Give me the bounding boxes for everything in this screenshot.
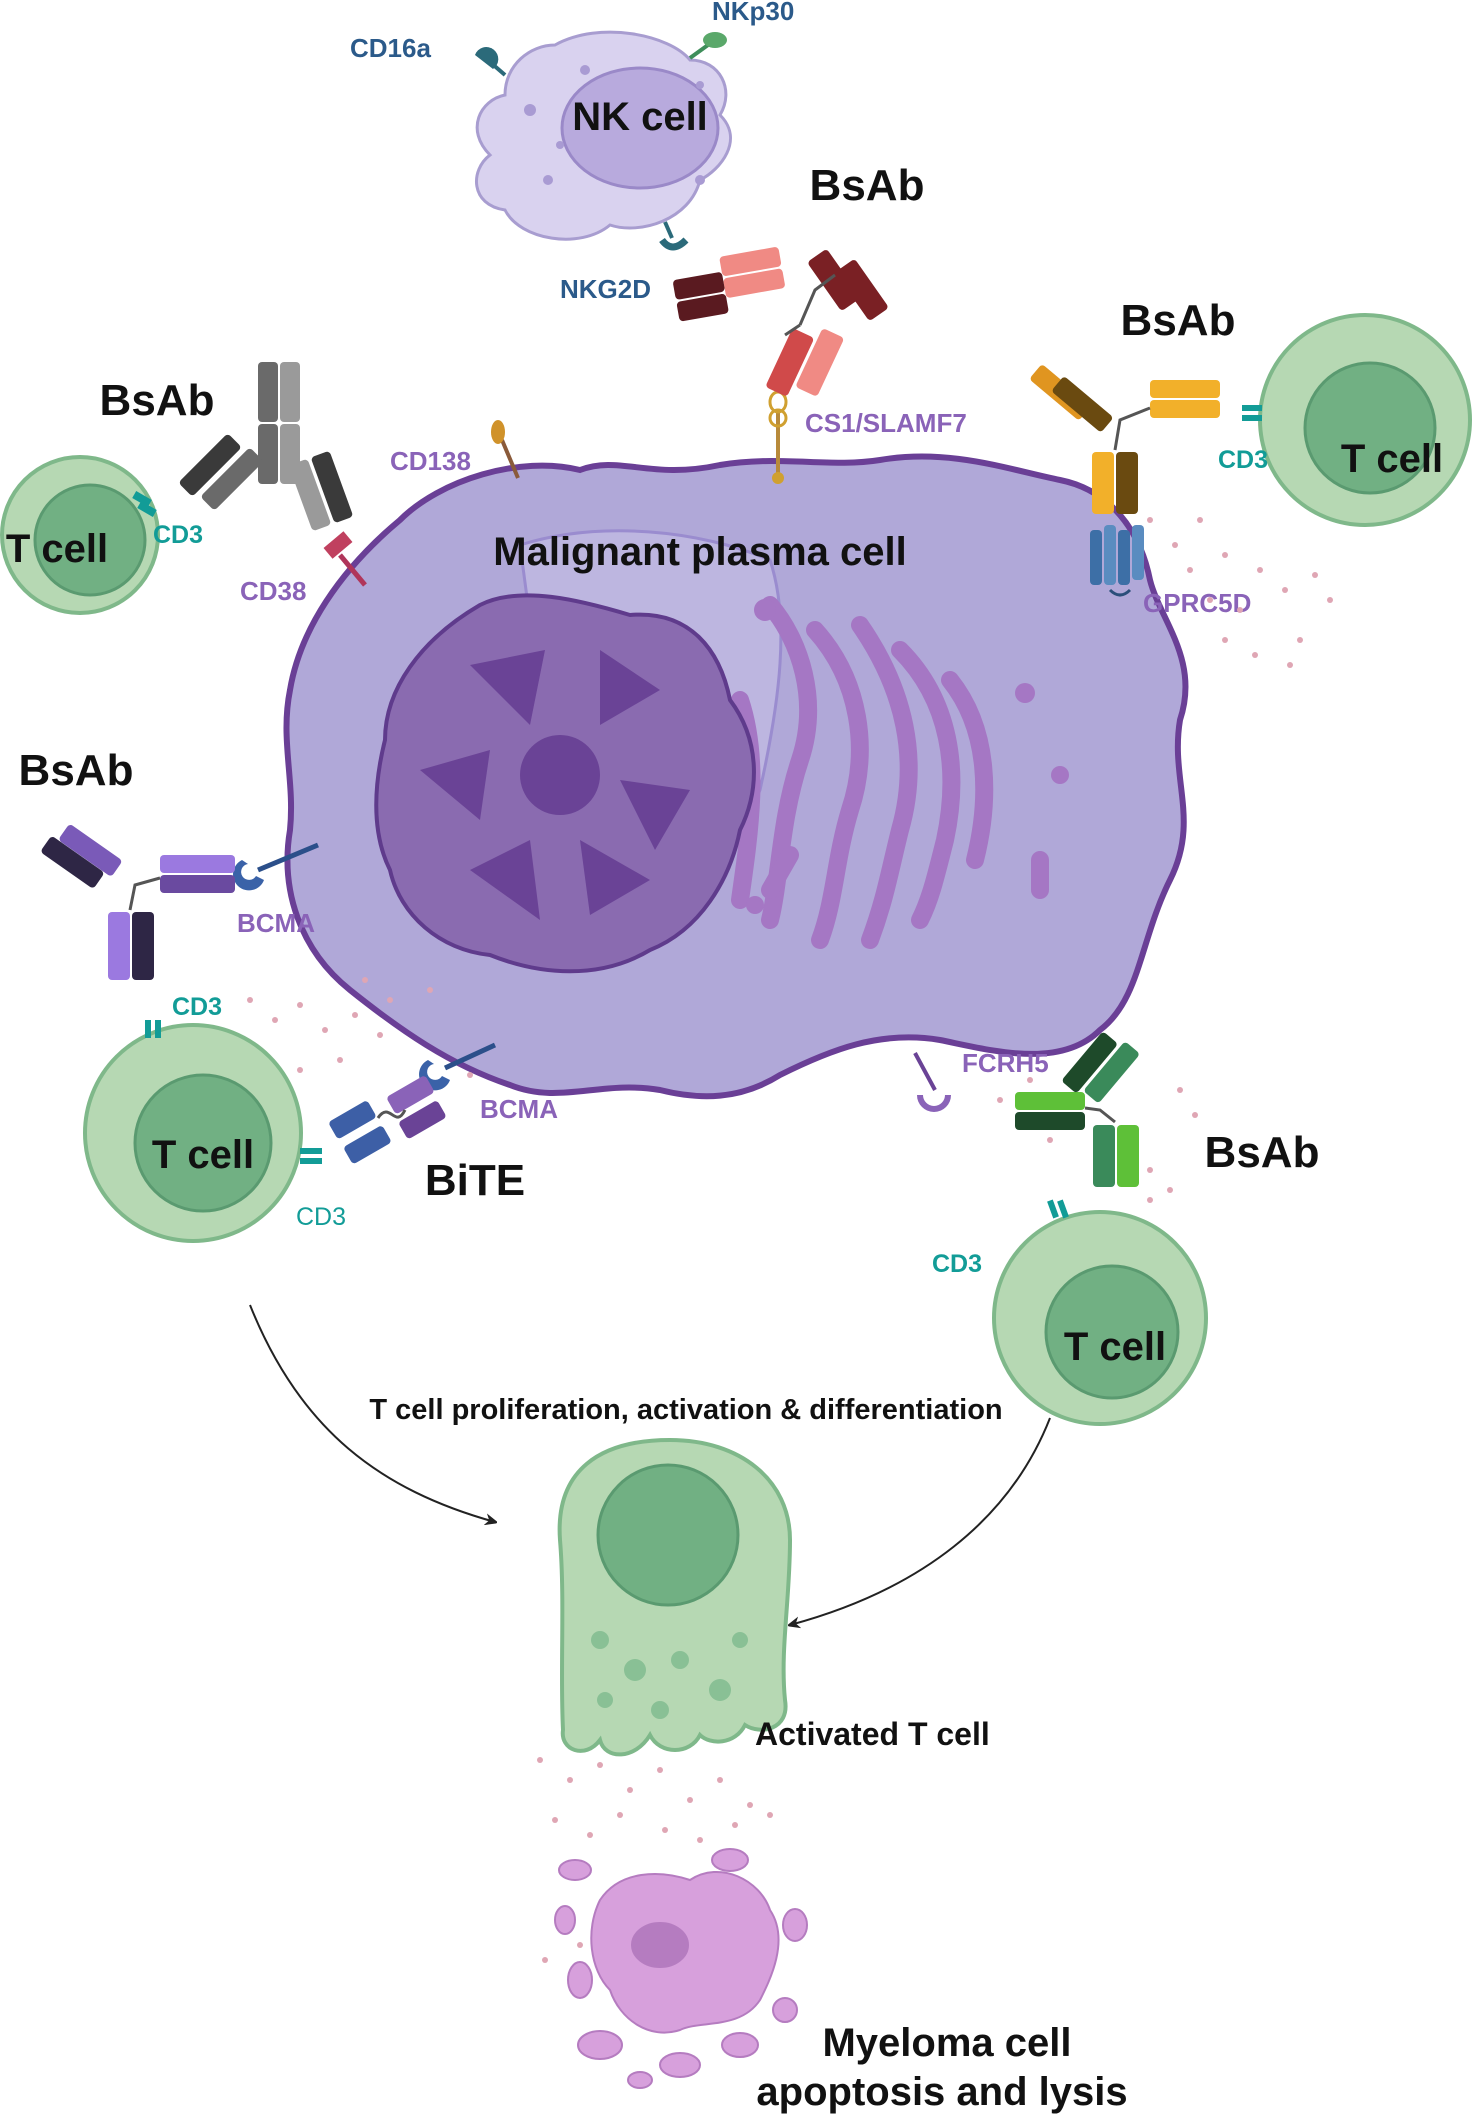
t-cell-label-right-top: T cell <box>1341 437 1443 481</box>
bsab-antibody-top <box>673 247 888 396</box>
myeloma-label-line1: Myeloma cell <box>822 2021 1071 2065</box>
nk-cell-nucleus <box>560 66 720 190</box>
t-cell-left-bottom: T cell <box>83 1020 322 1243</box>
malignant-plasma-cell <box>283 453 1189 1100</box>
nkp30-receptor-icon <box>688 32 727 60</box>
cs1-slamf7-label: CS1/SLAMF7 <box>805 408 967 438</box>
proliferation-label: T cell proliferation, activation & diffe… <box>369 1394 1002 1426</box>
nkg2d-label: NKG2D <box>560 274 651 304</box>
activated-t-cell-label: Activated T cell <box>755 1716 990 1752</box>
cd38-label: CD38 <box>240 576 306 606</box>
cytokine-release-dots <box>247 517 1333 1963</box>
myeloma-label-line2: apoptosis and lysis <box>756 2070 1127 2114</box>
nkp30-label: NKp30 <box>712 0 794 26</box>
bsab-label-left-top: BsAb <box>100 376 215 425</box>
t-cell-right-top: T cell <box>1242 313 1472 527</box>
bsab-label-right-bottom: BsAb <box>1205 1128 1320 1177</box>
fcrh5-label: FCRH5 <box>962 1048 1049 1078</box>
cd138-antigen-icon <box>491 420 520 479</box>
activated-t-cell <box>557 1437 793 1757</box>
nkg2d-receptor-icon <box>659 221 689 251</box>
cd38-antigen-icon <box>323 531 367 587</box>
bcma-label-2: BCMA <box>480 1094 558 1124</box>
cd3-label-left-bottom-side: CD3 <box>296 1203 346 1231</box>
t-cell-label-left-top: T cell <box>6 527 108 571</box>
cd16a-receptor-icon <box>475 47 507 77</box>
bite-molecule <box>329 1076 446 1164</box>
t-cell-label-left-bottom: T cell <box>152 1133 254 1177</box>
heterochromatin <box>420 650 690 920</box>
arrow-right-to-activated <box>790 1417 1051 1625</box>
bsab-antibody-left-middle <box>41 825 235 980</box>
t-cell-right-bottom: T cell <box>992 1199 1208 1426</box>
gprc5d-label: GPRC5D <box>1143 588 1251 618</box>
arrow-left-to-activated <box>249 1304 495 1522</box>
t-cell-label-right-bottom: T cell <box>1064 1325 1166 1369</box>
gprc5d-antigen-icon <box>1090 525 1144 597</box>
bcma-antigen-icon-1 <box>233 842 319 891</box>
cd16a-label: CD16a <box>350 33 431 63</box>
fcrh5-antigen-icon <box>913 1052 951 1112</box>
bsab-label-top: BsAb <box>810 161 925 210</box>
bsab-antibody-right-top <box>1030 365 1220 514</box>
cd3-label-right-bottom: CD3 <box>932 1250 982 1278</box>
malignant-plasma-cell-label: Malignant plasma cell <box>493 530 906 574</box>
bcma-label-1: BCMA <box>237 908 315 938</box>
bsab-label-right-top: BsAb <box>1121 296 1236 345</box>
bite-label: BiTE <box>425 1156 525 1205</box>
cd138-label: CD138 <box>390 446 471 476</box>
lysed-myeloma-cell <box>554 1848 808 2089</box>
nk-cell-label: NK cell <box>572 95 708 139</box>
bsab-antibody-right-bottom <box>1015 1032 1139 1187</box>
cd3-label-right-top: CD3 <box>1218 446 1268 474</box>
endoplasmic-reticulum <box>731 596 1049 949</box>
bsab-label-left-middle: BsAb <box>19 746 134 795</box>
cd3-label-left-bottom-top: CD3 <box>172 993 222 1021</box>
bsab-antibody-left-top <box>179 362 353 531</box>
nk-cell: NK cell <box>475 30 732 251</box>
cd3-label-left-top: CD3 <box>153 521 203 549</box>
t-cell-left-top: T cell <box>0 455 160 615</box>
